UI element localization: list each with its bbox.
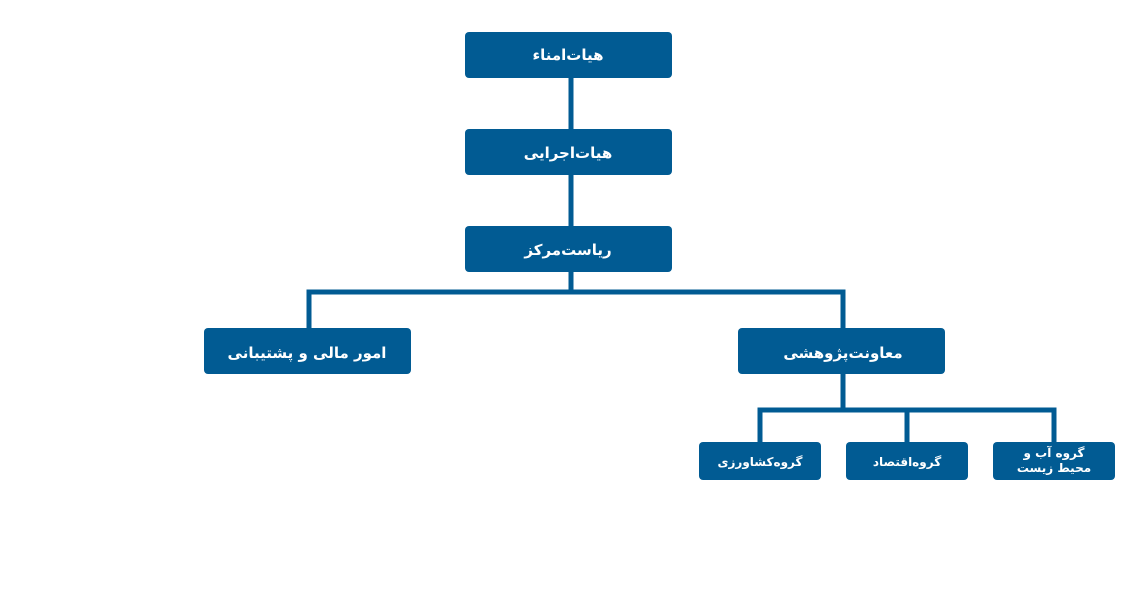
node-group-agriculture: گروه‌کشاورزی <box>699 442 821 480</box>
node-box <box>465 32 672 78</box>
node-box <box>738 328 945 374</box>
node-center-presidency: ریاست‌مرکز <box>465 226 672 272</box>
node-group-economics: گروه‌اقتصاد <box>846 442 968 480</box>
node-box <box>204 328 411 374</box>
node-box <box>846 442 968 480</box>
node-box <box>699 442 821 480</box>
node-group-water-environment: گروه آب و محیط زیست <box>993 442 1115 480</box>
node-label: گروه‌کشاورزی <box>718 455 803 470</box>
node-research-deputy: معاونت‌پژوهشی <box>738 328 945 374</box>
node-board-of-trustees: هیات‌امناء <box>465 32 672 78</box>
node-label: هیات‌امناء <box>532 46 603 64</box>
node-label: معاونت‌پژوهشی <box>783 344 902 363</box>
node-label-line2: محیط زیست <box>1017 461 1091 475</box>
node-finance-support: امور مالی و پشتیبانی <box>204 328 411 374</box>
node-executive-board: هیات‌اجرایی <box>465 129 672 175</box>
connectors <box>306 75 1057 446</box>
node-label: ریاست‌مرکز <box>523 241 611 259</box>
node-box <box>465 226 672 272</box>
node-label: گروه‌اقتصاد <box>873 455 941 470</box>
node-box <box>993 442 1115 480</box>
node-label: هیات‌اجرایی <box>524 144 612 162</box>
node-box <box>465 129 672 175</box>
node-label: امور مالی و پشتیبانی <box>228 344 387 363</box>
node-label-line1: گروه آب و <box>1023 445 1085 461</box>
